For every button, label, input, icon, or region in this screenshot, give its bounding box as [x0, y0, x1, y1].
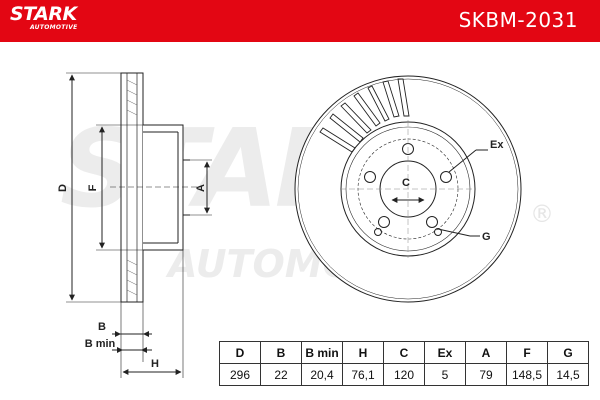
cooling-vanes — [319, 78, 410, 153]
bolt-holes — [364, 143, 452, 236]
specs-header-cell: F — [506, 341, 548, 364]
brand-logo: STARK — [10, 3, 77, 25]
label-G: G — [482, 231, 491, 243]
specs-header-row: D B B min H C Ex A F G — [219, 341, 589, 364]
registered-mark: ® — [530, 200, 554, 228]
specs-header-cell: Ex — [424, 341, 466, 364]
specs-value-cell: 22 — [260, 363, 302, 386]
specs-table: D B B min H C Ex A F G 296 22 20,4 76,1 … — [219, 341, 589, 386]
specs-header-cell: C — [383, 341, 425, 364]
front-view — [294, 75, 522, 303]
specs-value-cell: 20,4 — [301, 363, 343, 386]
specs-header-cell: B min — [301, 341, 343, 364]
specs-value-cell: 120 — [383, 363, 425, 386]
label-A: A — [195, 184, 207, 192]
side-view — [66, 72, 212, 378]
specs-value-cell: 296 — [219, 363, 261, 386]
specs-value-cell: 76,1 — [342, 363, 384, 386]
specs-header-cell: A — [465, 341, 507, 364]
label-B: B — [98, 321, 106, 333]
specs-header-cell: D — [219, 341, 261, 364]
specs-header-cell: B — [260, 341, 302, 364]
label-H: H — [151, 358, 159, 370]
header-bar: STARK AUTOMOTIVE SKBM-2031 — [0, 0, 600, 42]
label-F: F — [87, 184, 99, 191]
product-code: SKBM-2031 — [458, 8, 578, 32]
label-Ex: Ex — [490, 139, 504, 151]
specs-header-cell: G — [547, 341, 589, 364]
specs-header-cell: H — [342, 341, 384, 364]
brand-logo-subtitle: AUTOMOTIVE — [30, 24, 78, 31]
specs-value-row: 296 22 20,4 76,1 120 5 79 148,5 14,5 — [219, 363, 589, 386]
label-C: C — [402, 177, 410, 189]
label-D: D — [57, 184, 69, 192]
specs-value-cell: 14,5 — [547, 363, 589, 386]
specs-value-cell: 79 — [465, 363, 507, 386]
disc-hub-hat — [143, 124, 184, 251]
specs-value-cell: 148,5 — [506, 363, 548, 386]
label-B-min: B min — [85, 338, 116, 350]
disc-friction-ring — [120, 72, 144, 303]
specs-value-cell: 5 — [424, 363, 466, 386]
